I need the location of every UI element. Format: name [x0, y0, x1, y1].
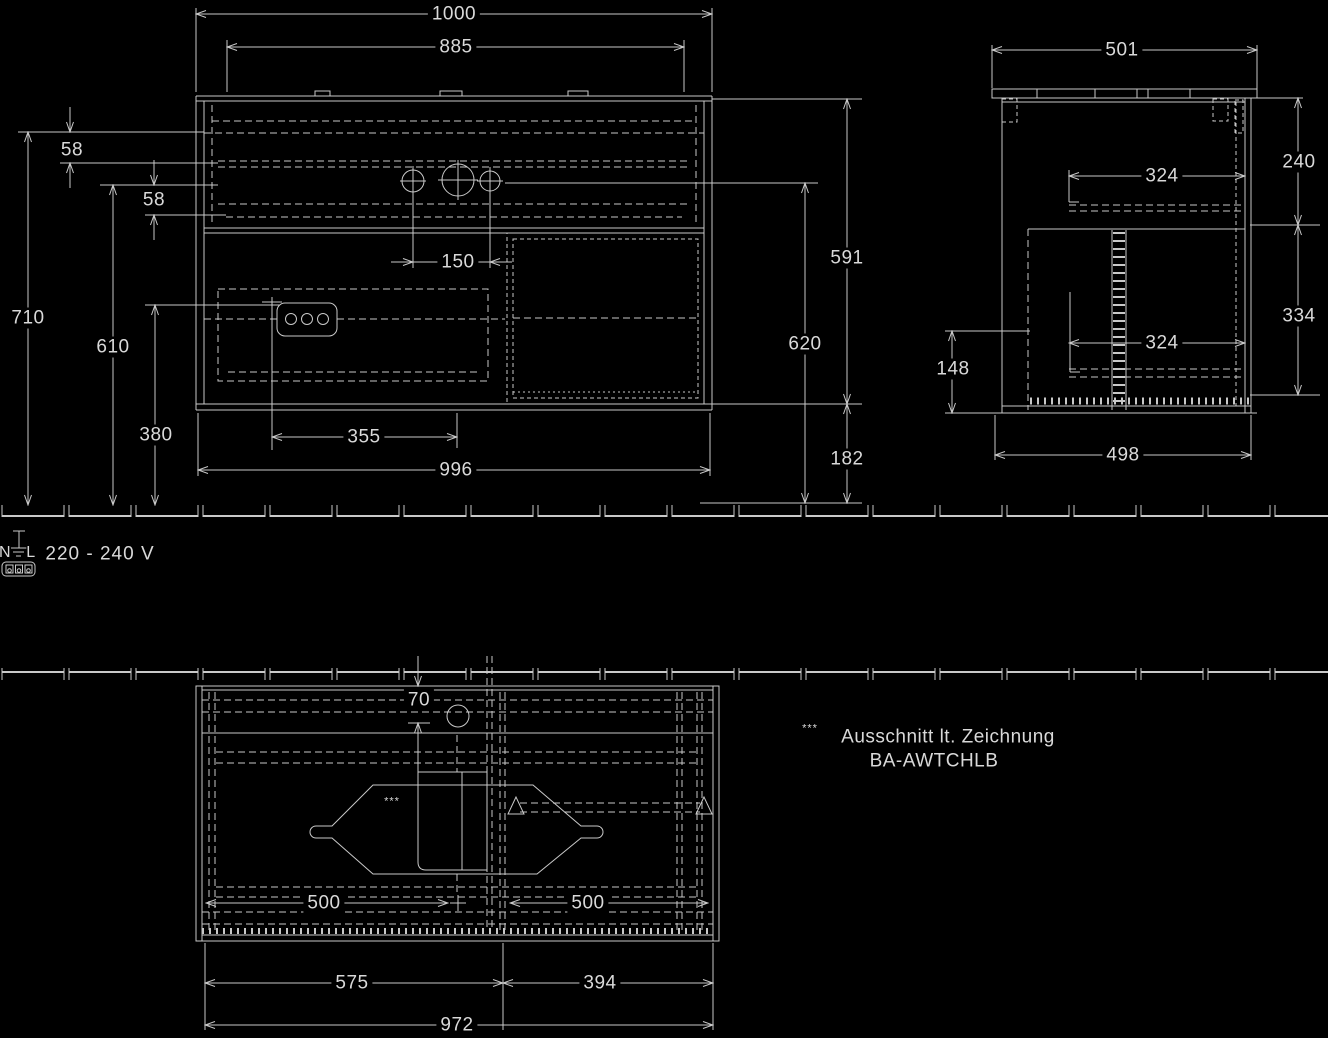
wall-bracket	[1212, 98, 1229, 122]
wall-hatch-top	[0, 505, 1328, 517]
drain-box	[417, 771, 488, 871]
note-text-line2: BA-AWTCHLB	[865, 750, 1003, 772]
plan-view-drawing	[195, 656, 720, 1030]
dim-front-58-upper: 58	[56, 139, 88, 161]
power-symbol	[1, 530, 36, 577]
hanging-rail	[1234, 99, 1244, 134]
note-text-line1: Ausschnitt lt. Zeichnung	[837, 726, 1059, 748]
dim-side-drawer-324-lower: 324	[1141, 332, 1183, 354]
dim-front-height-591: 591	[826, 247, 868, 269]
dim-side-depth-501: 501	[1101, 39, 1143, 61]
dim-front-height-380: 380	[135, 424, 177, 446]
dim-front-58-lower: 58	[138, 189, 170, 211]
wall-bracket	[1001, 98, 1018, 123]
dim-plan-575: 575	[331, 972, 373, 994]
dim-front-overall-width: 1000	[427, 3, 481, 25]
dim-front-height-710: 710	[7, 307, 49, 329]
dim-front-height-610: 610	[92, 336, 134, 358]
note-asterisks: ***	[800, 722, 820, 735]
basin-cutout-marker: ***	[382, 795, 402, 808]
dim-plan-500-right: 500	[567, 892, 609, 914]
dim-side-height-148: 148	[932, 358, 974, 380]
earth-ground-icon	[10, 530, 28, 557]
dim-front-basin-width: 885	[435, 36, 477, 58]
wall-hatch-bottom	[0, 668, 1328, 680]
dim-plan-500-left: 500	[303, 892, 345, 914]
power-line-label: L	[26, 544, 36, 561]
plug-connector-icon	[1, 561, 36, 577]
side-view-drawing	[945, 45, 1320, 460]
dim-side-drawer-324-upper: 324	[1141, 165, 1183, 187]
dim-front-height-620: 620	[784, 333, 826, 355]
basin-cutout-outline	[309, 784, 604, 875]
dim-front-cabinet-width: 996	[435, 459, 477, 481]
door-panel	[506, 232, 705, 405]
dim-side-depth-498: 498	[1102, 444, 1144, 466]
dim-plan-70: 70	[403, 689, 435, 711]
faucet-hole	[446, 704, 470, 728]
dim-side-height-334: 334	[1278, 305, 1320, 327]
dim-plan-394: 394	[579, 972, 621, 994]
dim-front-tap-spacing: 150	[437, 251, 479, 273]
dim-plan-972: 972	[436, 1014, 478, 1036]
power-neutral-label: N	[0, 544, 12, 561]
dim-side-height-240: 240	[1278, 151, 1320, 173]
power-voltage-label: 220 - 240 V	[41, 543, 159, 565]
dim-front-355: 355	[343, 426, 385, 448]
dim-front-height-182: 182	[826, 448, 868, 470]
